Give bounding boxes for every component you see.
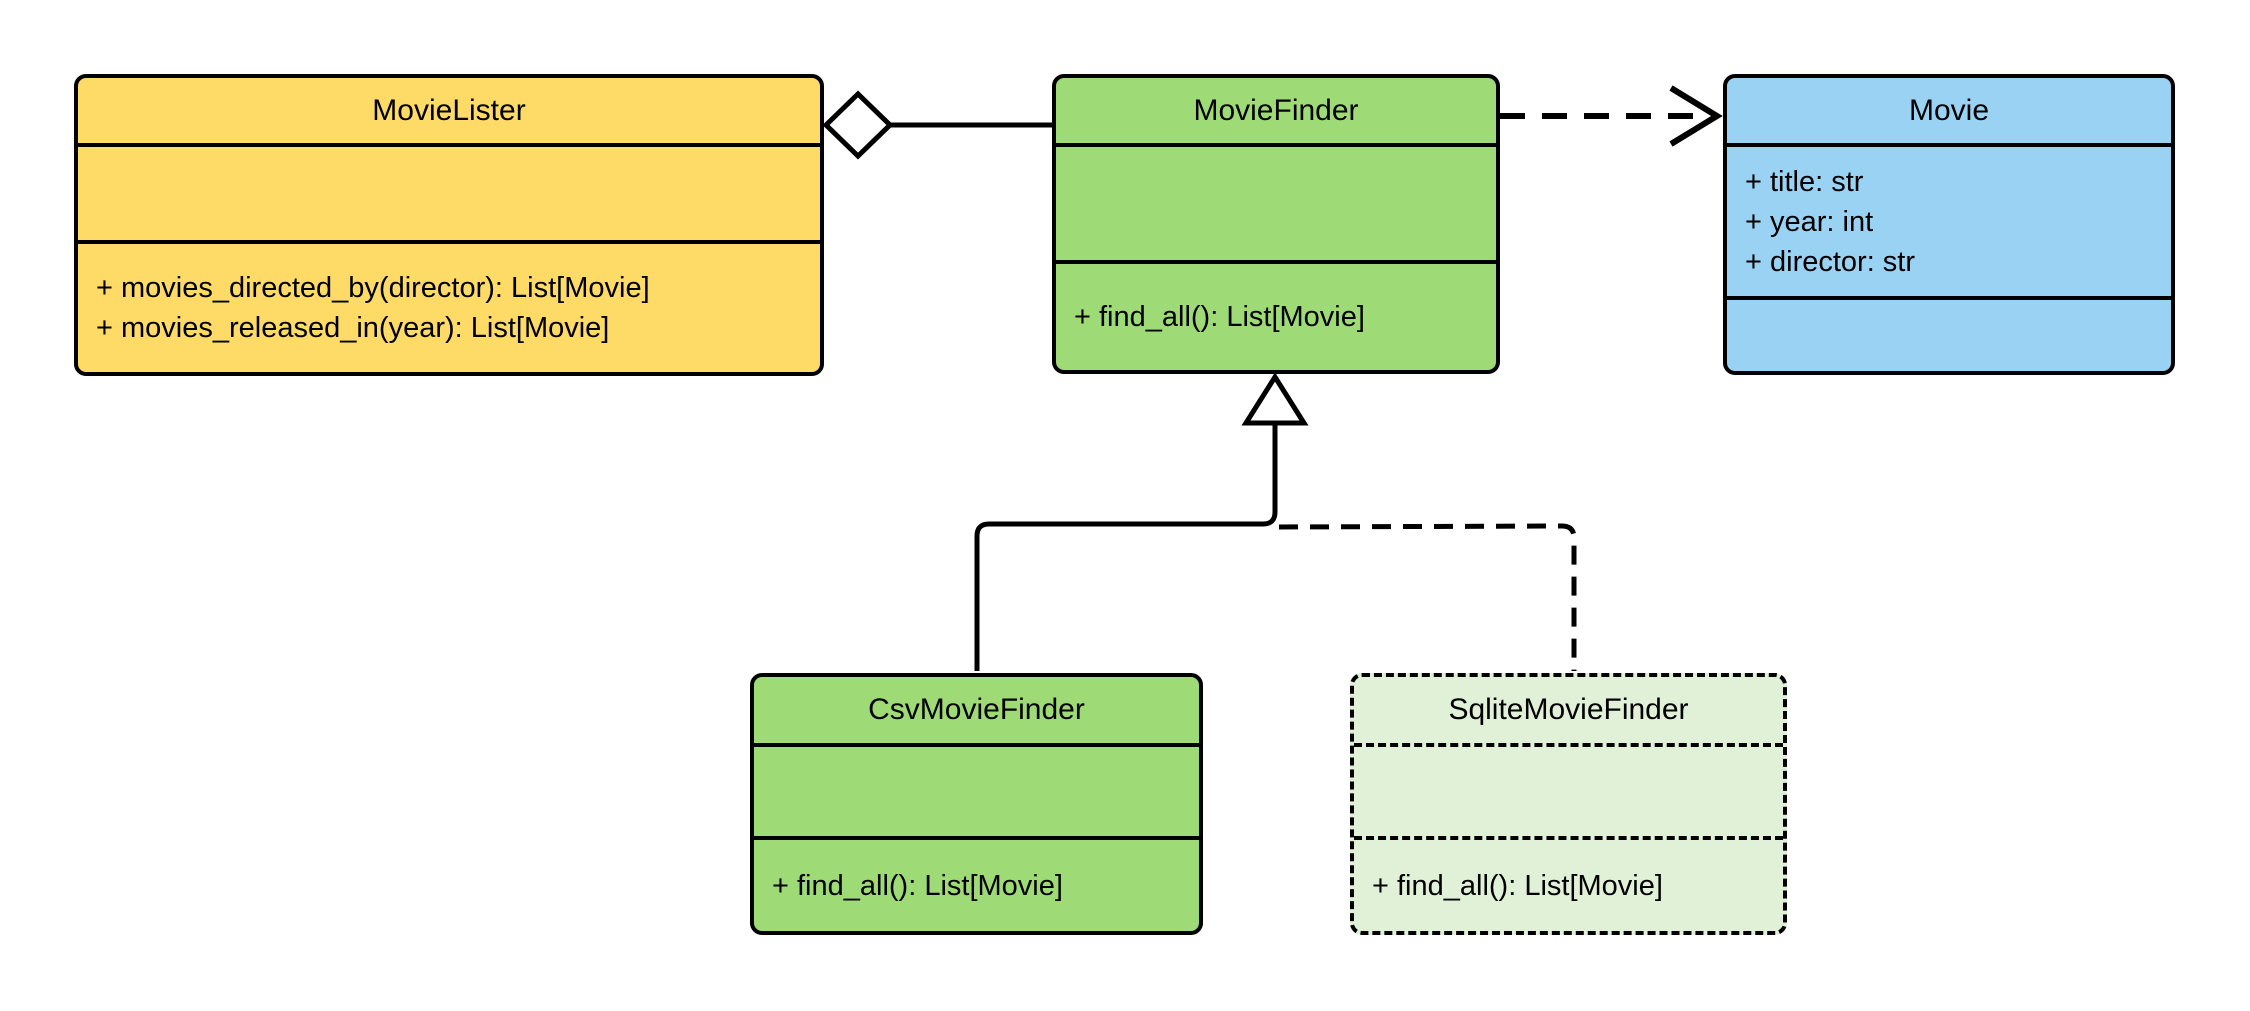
class-name-label: CsvMovieFinder [868,693,1085,726]
class-name-label: SqliteMovieFinder [1448,693,1689,726]
class-movielister-methods: + movies_directed_by(director): List[Mov… [78,240,820,372]
method-label: + movies_released_in(year): List[Movie] [96,312,610,344]
class-csvmoviefinder-attributes [754,743,1199,836]
class-csvmoviefinder[interactable]: CsvMovieFinder + find_all(): List[Movie] [750,673,1203,935]
class-moviefinder-title: MovieFinder [1056,78,1496,143]
method-label: + find_all(): List[Movie] [1074,301,1365,333]
class-csvmoviefinder-title: CsvMovieFinder [754,677,1199,743]
class-movielister[interactable]: MovieLister + movies_directed_by(directo… [74,74,824,376]
dependency-open-arrowhead-icon[interactable] [1669,85,1723,147]
class-csvmoviefinder-methods: + find_all(): List[Movie] [754,836,1199,931]
class-sqlitemoviefinder[interactable]: SqliteMovieFinder + find_all(): List[Mov… [1350,673,1787,935]
class-movie[interactable]: Movie + title: str + year: int + directo… [1723,74,2175,375]
class-movie-title: Movie [1727,78,2171,143]
method-label: + find_all(): List[Movie] [1372,869,1663,902]
class-movie-methods [1727,296,2171,371]
aggregation-diamond-icon[interactable] [822,90,894,160]
class-movielister-attributes [78,143,820,240]
class-movielister-title: MovieLister [78,78,820,143]
inheritance-connector-csvmoviefinder[interactable] [974,423,1278,671]
class-sqlitemoviefinder-title: SqliteMovieFinder [1354,677,1783,743]
class-moviefinder-methods: + find_all(): List[Movie] [1056,260,1496,370]
class-moviefinder-attributes [1056,143,1496,260]
class-sqlitemoviefinder-attributes [1354,743,1783,836]
attribute-label: + year: int [1745,205,1874,238]
attribute-label: + director: str [1745,245,1916,278]
class-sqlitemoviefinder-methods: + find_all(): List[Movie] [1354,836,1783,931]
class-name-label: Movie [1908,93,1990,127]
class-name-label: MovieLister [372,93,526,127]
inheritance-connector-sqlitemoviefinder[interactable] [1278,523,1577,671]
class-name-label: MovieFinder [1193,93,1359,127]
inheritance-triangle-icon[interactable] [1241,372,1309,426]
attribute-label: + title: str [1745,165,1864,198]
method-label: + movies_directed_by(director): List[Mov… [96,272,650,304]
aggregation-connector-movielister-moviefinder[interactable] [822,90,1052,160]
class-movie-attributes: + title: str + year: int + director: str [1727,143,2171,296]
dependency-connector-moviefinder-movie[interactable] [1500,85,1723,147]
method-label: + find_all(): List[Movie] [772,869,1063,902]
class-moviefinder[interactable]: MovieFinder + find_all(): List[Movie] [1052,74,1500,374]
